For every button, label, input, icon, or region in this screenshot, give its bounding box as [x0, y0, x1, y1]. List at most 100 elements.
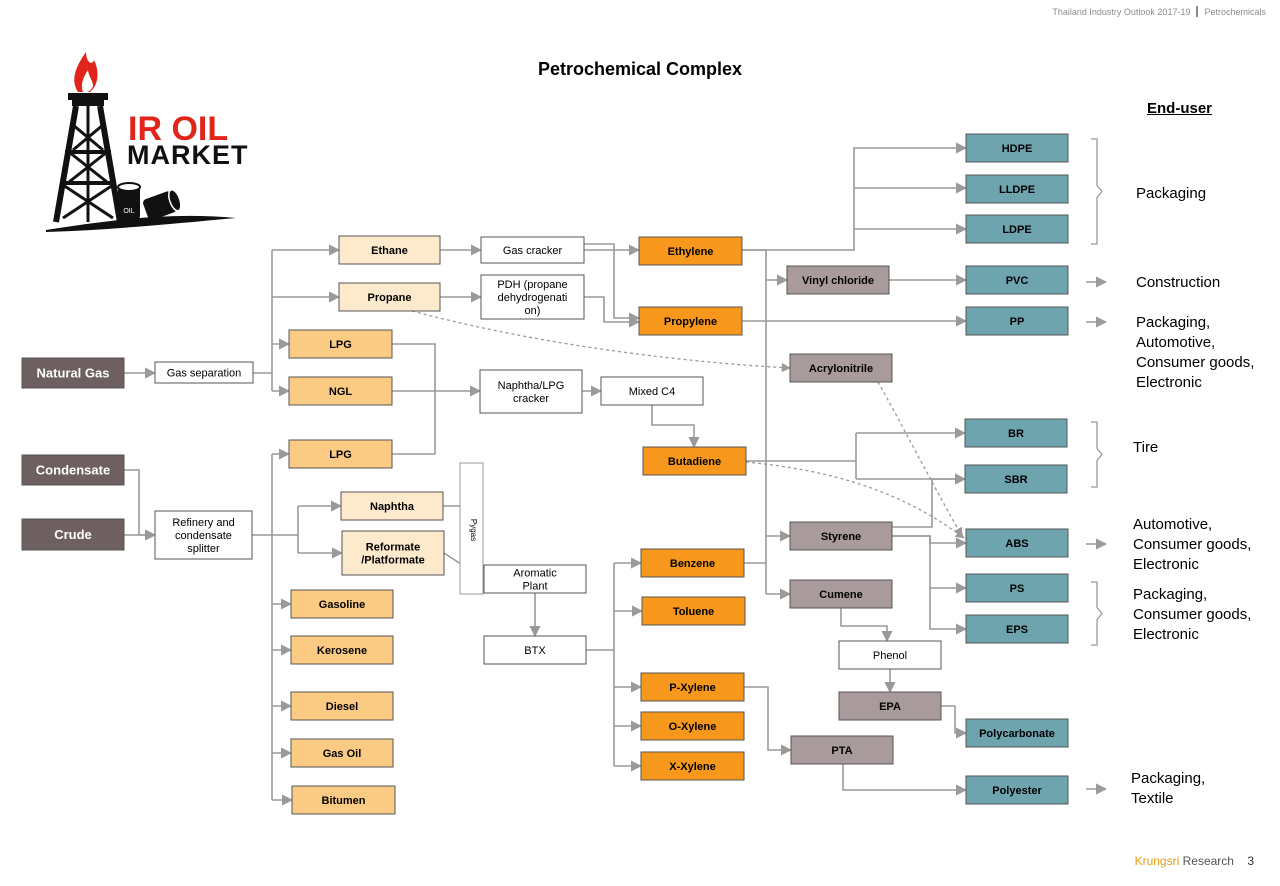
- node-benzene: Benzene: [640, 548, 745, 578]
- node-gas-oil: Gas Oil: [290, 738, 394, 768]
- node-box: [789, 521, 893, 551]
- page-number: 3: [1247, 854, 1254, 868]
- node-abs: ABS: [965, 528, 1069, 558]
- node-butadiene: Butadiene: [642, 446, 747, 476]
- node-box: [154, 510, 253, 560]
- node-ethylene: Ethylene: [638, 236, 743, 266]
- node-label: Propylene: [664, 316, 717, 328]
- node-box: [600, 376, 704, 406]
- end-user-heading: End-user: [1147, 100, 1213, 117]
- connector-line: [584, 296, 641, 328]
- node-box: [965, 614, 1069, 644]
- node-label: EPS: [1006, 624, 1028, 636]
- node-x-xylene: X-Xylene: [640, 751, 745, 781]
- node-label: Reformate: [366, 541, 420, 553]
- logo-line1: IR OIL: [128, 110, 228, 148]
- connector-line: [124, 469, 157, 541]
- node-epa: EPA: [838, 691, 942, 721]
- node-label: LPG: [329, 449, 352, 461]
- node-toluene: Toluene: [641, 596, 746, 626]
- node-label: ABS: [1005, 538, 1028, 550]
- node-phenol: Phenol: [838, 640, 942, 670]
- node-styrene: Styrene: [789, 521, 893, 551]
- end-user-packaging-automotive-line: Automotive,: [1136, 334, 1216, 351]
- node-lpg-ref: LPG: [288, 439, 393, 469]
- end-user-automotive: Automotive,Consumer goods,Electronic: [1133, 515, 1251, 575]
- node-crude: Crude: [21, 518, 125, 551]
- curly-bracket: [1091, 421, 1103, 488]
- connector-line: [744, 686, 793, 756]
- node-label: on): [525, 305, 541, 317]
- node-box: [965, 133, 1069, 163]
- header-divider: [1196, 6, 1199, 17]
- end-user-packaging-automotive-line: Packaging,: [1136, 314, 1211, 331]
- node-box: [642, 446, 747, 476]
- node-box: [290, 738, 394, 768]
- connector-line: [392, 392, 436, 455]
- node-box: [338, 235, 441, 265]
- node-label: HDPE: [1002, 143, 1033, 155]
- node-box: [640, 751, 745, 781]
- node-label: /Platformate: [361, 554, 425, 566]
- node-label: Gas separation: [167, 367, 242, 379]
- node-box: [340, 491, 444, 521]
- end-user-construction: Construction: [1136, 273, 1220, 293]
- node-box: [641, 596, 746, 626]
- node-box: [965, 775, 1069, 805]
- node-label: Polyester: [992, 785, 1042, 797]
- node-label: Gasoline: [319, 599, 365, 611]
- dashed-connector: [411, 310, 791, 373]
- node-box: [786, 265, 890, 295]
- end-user-packaging-textile-line: Textile: [1131, 790, 1174, 807]
- node-btx: BTX: [483, 635, 587, 665]
- node-label: Refinery and: [172, 517, 234, 529]
- node-label: EPA: [879, 701, 901, 713]
- node-condensate: Condensate: [21, 454, 125, 486]
- end-user-packaging-textile: Packaging,Textile: [1131, 769, 1205, 809]
- node-box: [483, 564, 587, 594]
- node-polycarbonate: Polycarbonate: [965, 718, 1069, 748]
- node-label: BR: [1008, 428, 1024, 440]
- node-box: [965, 573, 1069, 603]
- node-label: LLDPE: [999, 184, 1035, 196]
- node-label: Bitumen: [322, 795, 366, 807]
- connector-line: [892, 473, 967, 528]
- node-label: Benzene: [670, 558, 715, 570]
- end-user-packaging-line: Packaging: [1136, 185, 1207, 202]
- node-box: [964, 418, 1068, 448]
- flow-connectors: Pygas: [124, 142, 968, 806]
- node-box: [789, 579, 893, 609]
- end-user-packaging-consumer-line: Electronic: [1133, 626, 1199, 643]
- node-box: [965, 214, 1069, 244]
- node-eps: EPS: [965, 614, 1069, 644]
- node-box: [21, 357, 125, 389]
- ir-oil-market-logo: OIL IR OIL MARKET: [46, 52, 249, 232]
- node-label: LPG: [329, 339, 352, 351]
- connector-line: [651, 405, 700, 449]
- connector-line: [584, 243, 641, 324]
- node-naphtha: Naphtha: [340, 491, 444, 521]
- node-label: Phenol: [873, 650, 907, 662]
- node-box: [288, 439, 393, 469]
- node-natural-gas: Natural Gas: [21, 357, 125, 389]
- node-label: Diesel: [326, 701, 358, 713]
- node-label: splitter: [187, 543, 220, 555]
- connector-line: [929, 588, 968, 635]
- node-box: [291, 785, 396, 815]
- node-gas-separation: Gas separation: [154, 361, 254, 384]
- node-box: [341, 530, 445, 576]
- connector-line: [892, 535, 968, 594]
- node-label: Aromatic: [513, 567, 557, 579]
- node-vinyl-chloride: Vinyl chloride: [786, 265, 890, 295]
- connector-line: [840, 608, 893, 643]
- barrel-label-text: OIL: [123, 208, 134, 215]
- node-box: [154, 361, 254, 384]
- end-user-packaging-consumer: Packaging,Consumer goods,Electronic: [1133, 585, 1251, 645]
- node-label: P-Xylene: [669, 682, 715, 694]
- node-box: [964, 464, 1068, 494]
- logo-line2: MARKET: [127, 140, 249, 170]
- node-label: PDH (propane: [497, 279, 567, 291]
- node-label: Styrene: [821, 531, 861, 543]
- end-user-automotive-line: Automotive,: [1133, 516, 1213, 533]
